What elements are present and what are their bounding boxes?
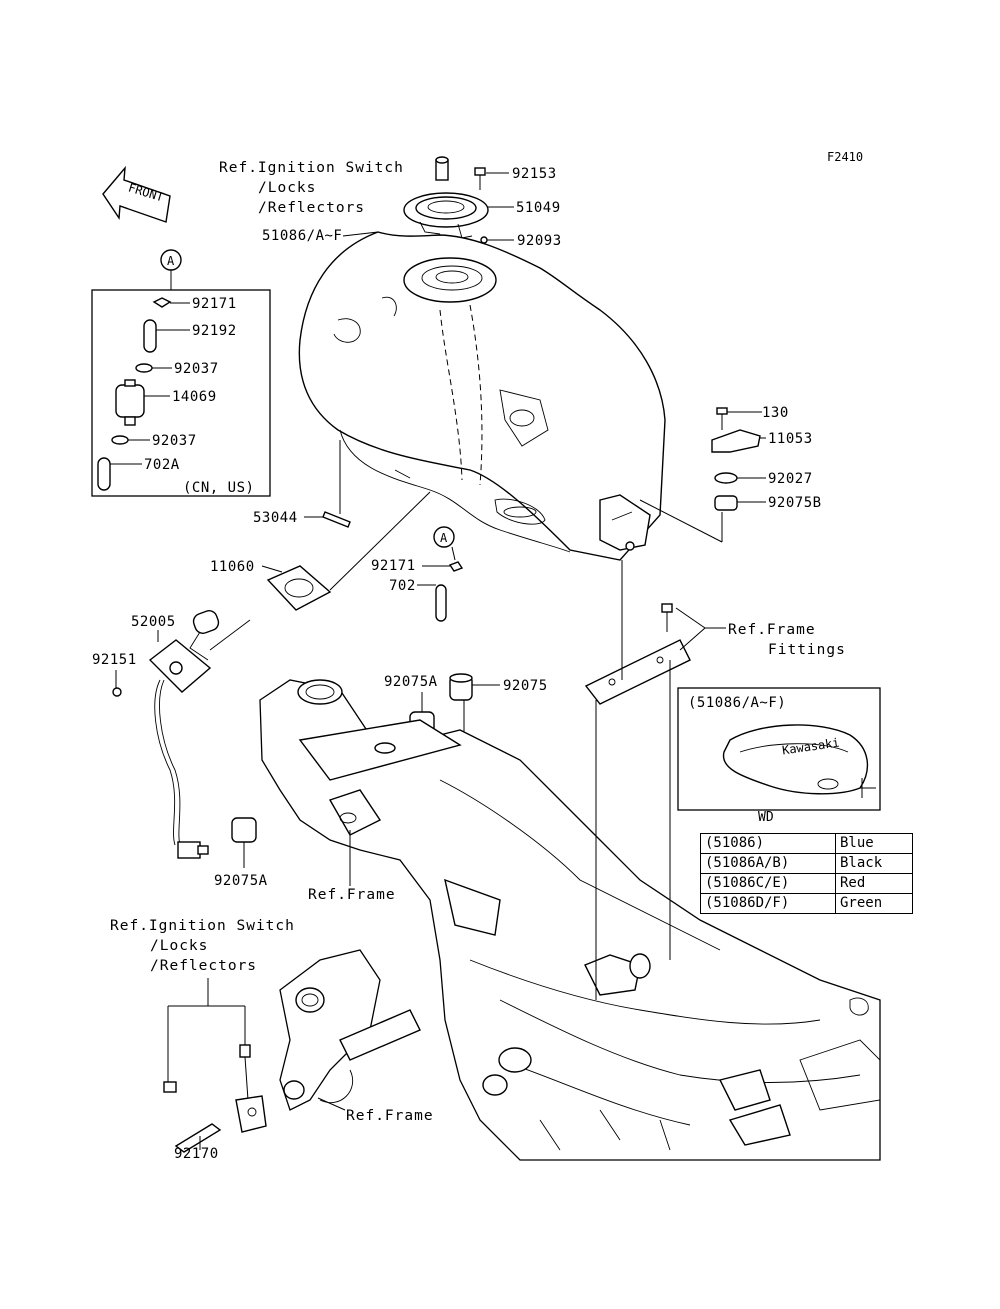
label-92153: 92153 (512, 166, 557, 182)
fuel-cap (403, 192, 489, 239)
gasket-11060 (266, 491, 431, 611)
callout-a-bottom: A (433, 526, 456, 561)
ref-ignition-bottom-line2: /Locks (150, 938, 208, 954)
label-92075B: 92075B (768, 495, 822, 511)
label-92093: 92093 (517, 233, 562, 249)
inset-tank-drawing (722, 724, 876, 798)
ref-ignition-top-line3: /Reflectors (258, 200, 365, 216)
color-code-cell: (51086D/F) (700, 893, 836, 914)
ref-frame-bottom: Ref.Frame (346, 1108, 434, 1124)
color-name-cell: Green (835, 893, 913, 914)
color-code-cell: (51086) (700, 833, 836, 854)
damper-92075A-bottom (231, 817, 257, 868)
label-92171-top: 92171 (192, 296, 237, 312)
ref-ignition-top-line1: Ref.Ignition Switch (219, 160, 404, 176)
label-92170: 92170 (174, 1146, 219, 1162)
ref-frame-fittings-line1: Ref.Frame (728, 622, 816, 638)
label-92075A-top: 92075A (384, 674, 438, 690)
fuel-pump-52005 (148, 610, 251, 859)
fuel-tap-switch (163, 1044, 267, 1133)
table-row: (51086C/E) Red (700, 873, 913, 894)
table-row: (51086A/B) Black (700, 853, 913, 874)
cap-bolt (474, 167, 486, 190)
label-92075: 92075 (503, 678, 548, 694)
inset-note: WD (758, 810, 774, 825)
color-table: (51086) Blue (51086A/B) Black (51086C/E)… (700, 833, 913, 914)
color-name-cell: Red (835, 873, 913, 894)
fuel-tank (298, 231, 666, 561)
front-arrow-icon: FRONT (102, 165, 171, 223)
label-92027: 92027 (768, 471, 813, 487)
label-52005: 52005 (131, 614, 176, 630)
table-row: (51086) Blue (700, 833, 913, 854)
label-702A: 702A (144, 457, 180, 473)
lower-frame-section (279, 949, 421, 1111)
label-cn-us: (CN, US) (183, 480, 254, 496)
label-51049: 51049 (516, 200, 561, 216)
ref-ignition-top-line2: /Locks (258, 180, 316, 196)
figure-code: F2410 (827, 150, 863, 164)
color-name-cell: Blue (835, 833, 913, 854)
frame-fittings-bracket (584, 560, 726, 1000)
cap-bushing (435, 156, 449, 181)
ref-frame-fittings-line2: Fittings (768, 642, 846, 658)
label-11053: 11053 (768, 431, 813, 447)
evap-parts (97, 297, 190, 491)
label-11060: 11060 (210, 559, 255, 575)
label-702: 702 (389, 578, 416, 594)
inset-title: (51086/A~F) (688, 695, 786, 711)
label-92151: 92151 (92, 652, 137, 668)
color-code-cell: (51086A/B) (700, 853, 836, 874)
label-14069: 14069 (172, 389, 217, 405)
color-name-cell: Black (835, 853, 913, 874)
label-92075A-bottom: 92075A (214, 873, 268, 889)
label-92171-bottom: 92171 (371, 558, 416, 574)
table-row: (51086D/F) Green (700, 893, 913, 914)
label-92037-top: 92037 (174, 361, 219, 377)
label-92037-bottom: 92037 (152, 433, 197, 449)
rod-92170 (174, 1123, 222, 1153)
label-92192: 92192 (192, 323, 237, 339)
color-code-cell: (51086C/E) (700, 873, 836, 894)
tank-strip-53044 (322, 511, 351, 528)
ref-ignition-bottom-line3: /Reflectors (150, 958, 257, 974)
label-130: 130 (762, 405, 789, 421)
bracket-parts (639, 407, 766, 543)
callout-a-top: A (160, 249, 182, 290)
label-53044: 53044 (253, 510, 298, 526)
motorcycle-frame (259, 679, 881, 1161)
ref-ignition-bottom-line1: Ref.Ignition Switch (110, 918, 295, 934)
svg-text:A: A (440, 531, 448, 545)
ref-frame-middle: Ref.Frame (308, 887, 396, 903)
svg-text:A: A (167, 254, 175, 268)
label-51086: 51086/A~F (262, 228, 342, 244)
